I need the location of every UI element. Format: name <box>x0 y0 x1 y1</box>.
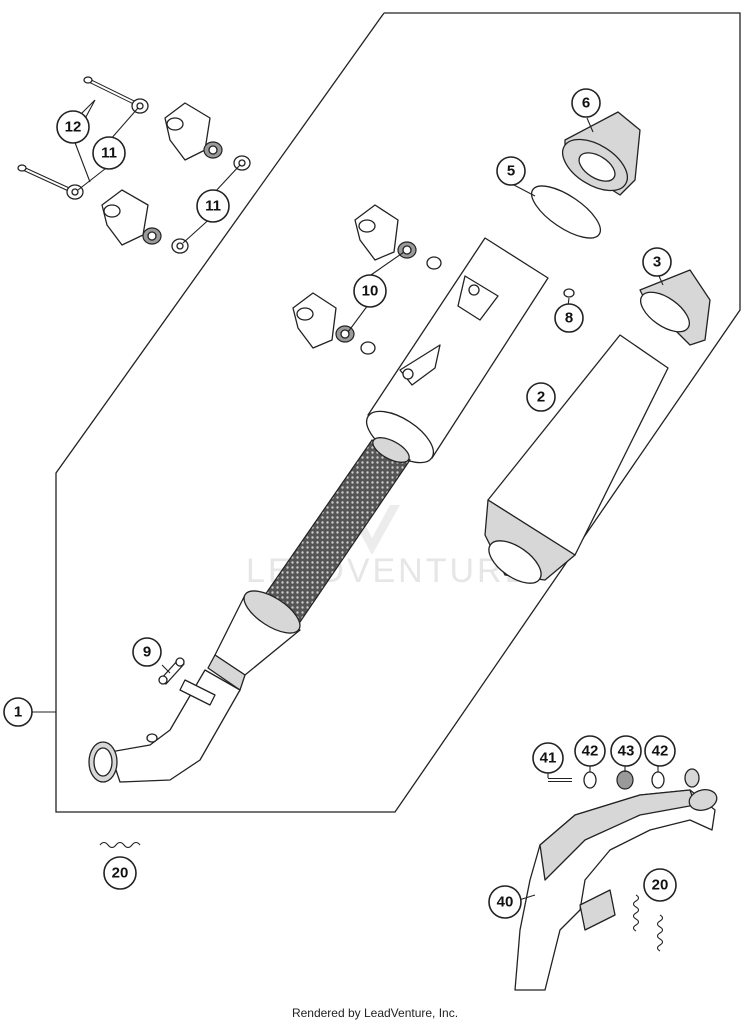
callout-41: 41 <box>532 742 564 774</box>
rubber-mount-lower <box>101 189 162 246</box>
spring-right-b <box>656 914 664 952</box>
callout-9: 9 <box>132 637 162 667</box>
callout-2: 2 <box>526 382 556 412</box>
screw <box>563 288 575 298</box>
callout-11-upper: 11 <box>92 136 126 170</box>
callout-11-lower: 11 <box>196 189 230 223</box>
link-pipe <box>88 669 241 783</box>
end-cap-small <box>639 269 711 346</box>
assembly-frame <box>55 12 741 813</box>
callout-5: 5 <box>496 156 526 186</box>
callout-43: 43 <box>610 735 642 767</box>
washer-42-a <box>583 771 597 789</box>
callout-3: 3 <box>642 247 672 277</box>
callout-6: 6 <box>571 88 601 118</box>
svg-text:20: 20 <box>112 865 129 882</box>
o-ring <box>531 185 601 239</box>
callout-20-right: 20 <box>643 868 677 902</box>
rubber-mount-upper <box>164 102 223 161</box>
callout-40: 40 <box>488 885 522 919</box>
svg-text:3: 3 <box>653 254 661 271</box>
rubber-mount-muffler-upper <box>354 204 442 270</box>
svg-text:1: 1 <box>14 704 22 721</box>
callout-12: 12 <box>56 110 90 144</box>
rubber-mount-muffler-lower <box>292 292 376 355</box>
svg-text:12: 12 <box>65 119 82 136</box>
footer-credit: Rendered by LeadVenture, Inc. <box>291 1006 459 1020</box>
bolt-lower <box>17 164 71 192</box>
callout-42-a: 42 <box>574 735 606 767</box>
outlet-cone <box>207 590 301 691</box>
callout-20-left: 20 <box>103 856 137 890</box>
spring-left <box>99 841 141 849</box>
bolt-upper <box>83 76 136 105</box>
spring-right-a <box>632 894 640 932</box>
clamp <box>158 657 185 685</box>
callout-1: 1 <box>3 697 33 727</box>
washer-42-b <box>651 771 665 789</box>
svg-text:42: 42 <box>582 743 599 760</box>
callout-10: 10 <box>353 274 387 308</box>
spacer-43 <box>616 770 634 790</box>
svg-text:9: 9 <box>143 644 151 661</box>
svg-text:42: 42 <box>652 743 669 760</box>
svg-text:43: 43 <box>618 743 635 760</box>
svg-text:11: 11 <box>205 198 221 215</box>
leader-lines <box>32 99 664 901</box>
perforated-tube <box>257 437 411 626</box>
svg-text:2: 2 <box>537 389 545 406</box>
muffler-outer-shell <box>484 334 669 584</box>
callout-42-b: 42 <box>644 735 676 767</box>
svg-text:40: 40 <box>497 894 514 911</box>
svg-text:6: 6 <box>582 95 590 112</box>
muffler-housing <box>366 237 549 464</box>
svg-text:41: 41 <box>540 750 557 767</box>
svg-text:11: 11 <box>101 145 117 162</box>
grommet <box>684 768 700 788</box>
header-pipe <box>514 789 718 991</box>
svg-text:20: 20 <box>652 877 669 894</box>
callout-8: 8 <box>554 303 584 333</box>
end-cap-large <box>562 111 641 196</box>
svg-text:5: 5 <box>507 163 515 180</box>
svg-text:8: 8 <box>565 310 573 327</box>
svg-text:10: 10 <box>362 283 379 300</box>
